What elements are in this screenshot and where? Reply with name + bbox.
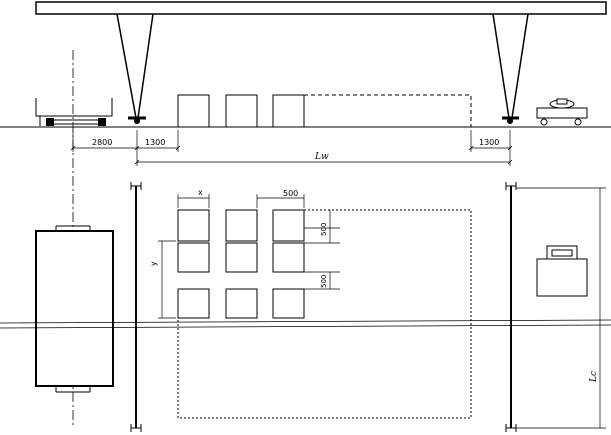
dimension-chain-elevation (70, 130, 513, 166)
dim-span-label: Lw (314, 152, 329, 162)
truck-plan (536, 245, 588, 297)
dim-gap-right: 1300 (479, 138, 499, 147)
dim-cell-gap-top: 500 (320, 223, 328, 236)
left-gantry-leg (116, 13, 154, 124)
right-gantry-leg (492, 13, 529, 124)
dim-cell-gap-lower: 500 (320, 275, 328, 288)
container-stack-elevation (177, 94, 472, 128)
railcar-elevation (35, 98, 113, 126)
railcar-plan (35, 225, 114, 393)
right-rail-plan (505, 182, 517, 432)
left-rail-plan (130, 182, 142, 432)
gantry-beam (35, 1, 607, 15)
track-lines-plan (0, 319, 611, 329)
truck-elevation (536, 98, 588, 126)
dim-grid-height: y (149, 261, 158, 266)
dim-cell-gap-horizontal: 500 (283, 189, 298, 198)
dimension-marks-plan (158, 187, 606, 429)
dim-offset-left: 2800 (92, 138, 112, 147)
dim-side-length: Lc (589, 371, 599, 383)
dim-gap-left: 1300 (145, 138, 165, 147)
dim-cell-width: x (198, 188, 203, 197)
container-grid-plan (177, 209, 472, 419)
